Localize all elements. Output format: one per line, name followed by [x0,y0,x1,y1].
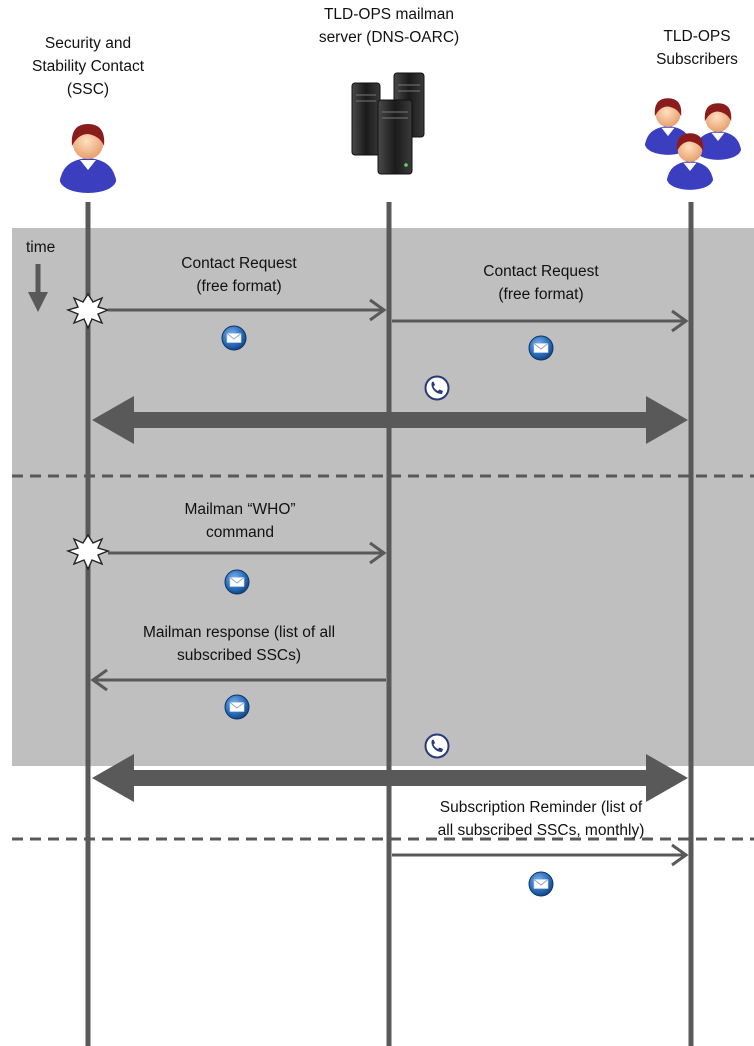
ssc-label-line3: (SSC) [67,81,109,98]
group-icon [645,98,741,190]
contact-request-1-line2: (free format) [196,278,281,295]
server-label-line2: server (DNS-OARC) [319,29,459,46]
contact-request-1-line1: Contact Request [181,255,297,272]
time-label: time [26,239,55,256]
phone-icon [424,375,450,401]
reminder-line1: Subscription Reminder (list of [440,799,643,816]
subscribers-label-line1: TLD-OPS [663,28,730,45]
mail-icon [221,325,247,351]
contact-request-2-line2: (free format) [498,286,583,303]
person-icon [60,124,116,193]
phone-icon [424,733,450,759]
who-command-arrow [108,541,387,565]
reminder-arrow [392,843,689,867]
mailman-response-arrow [90,668,386,692]
reminder-line2: all subscribed SSCs, monthly) [438,822,645,839]
who-command-line2: command [206,524,274,541]
burst-icon [67,534,109,570]
mail-icon [224,569,250,595]
mail-icon [528,335,554,361]
mail-icon [528,871,554,897]
contact-request-2-line1: Contact Request [483,263,599,280]
burst-icon [67,293,109,329]
time-panel [12,228,754,766]
who-command-line1: Mailman “WHO” [184,501,295,518]
ssc-label-line1: Security and [45,35,131,52]
mailman-response-line1: Mailman response (list of all [143,624,335,641]
ssc-label-line2: Stability Contact [32,58,145,75]
subscribers-label-line2: Subscribers [656,51,738,68]
time-arrow-icon [28,264,48,312]
mailman-response-line2: subscribed SSCs) [177,647,301,664]
phone-call-arrow-2 [92,754,688,802]
server-icon [351,72,425,175]
mail-icon [224,694,250,720]
server-label-line1: TLD-OPS mailman [324,6,454,23]
phone-call-arrow-1 [92,396,688,444]
contact-request-2-arrow [392,309,689,333]
contact-request-1-arrow [108,298,387,322]
